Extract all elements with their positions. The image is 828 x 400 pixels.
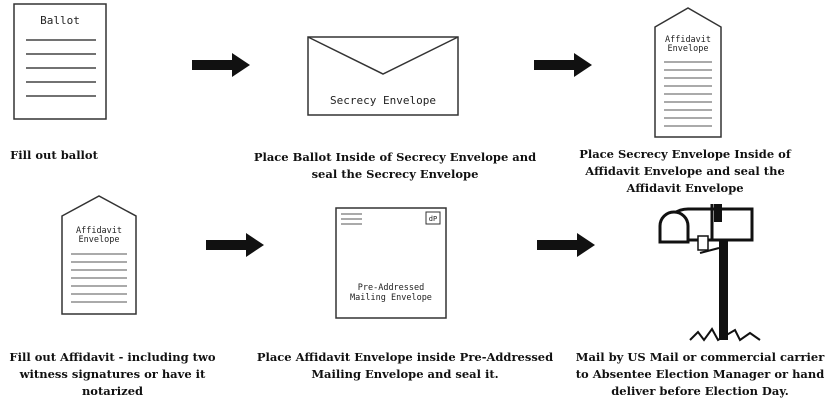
step-caption: Place Affidavit Envelope inside Pre-Addr…	[256, 350, 554, 381]
stamp-icon: dP	[429, 215, 437, 223]
mailbox-icon	[658, 204, 761, 342]
affidavit-label-line1: Affidavit	[665, 35, 711, 45]
affidavit-label-line2: Envelope	[79, 235, 120, 245]
secrecy-envelope-icon: Secrecy Envelope	[307, 36, 459, 116]
step-caption: Place Secrecy Envelope Inside of Affidav…	[579, 147, 791, 195]
right-arrow-icon	[206, 233, 264, 257]
step-caption: Fill out Affidavit - including two witne…	[9, 350, 216, 398]
right-arrow-icon	[534, 53, 592, 77]
ballot-icon: Ballot	[13, 3, 107, 120]
step-caption: Mail by US Mail or commercial carrier to…	[575, 350, 825, 398]
right-arrow-icon	[537, 233, 595, 257]
right-arrow-icon	[192, 53, 250, 77]
affidavit-form-icon: Affidavit Envelope	[61, 195, 137, 315]
affidavit-envelope-icon: Affidavit Envelope	[654, 7, 722, 138]
affidavit-label-line1: Affidavit	[76, 226, 122, 236]
affidavit-label-line2: Envelope	[668, 44, 709, 54]
step-caption: Fill out ballot	[10, 148, 98, 162]
step-caption: Place Ballot Inside of Secrecy Envelope …	[253, 150, 537, 181]
mailing-label-line2: Mailing Envelope	[350, 293, 432, 303]
mailing-label-line1: Pre-Addressed	[358, 283, 425, 293]
secrecy-envelope-label: Secrecy Envelope	[330, 94, 436, 107]
mailing-envelope-icon: dP Pre-Addressed Mailing Envelope	[335, 207, 447, 319]
ballot-label: Ballot	[40, 14, 80, 27]
